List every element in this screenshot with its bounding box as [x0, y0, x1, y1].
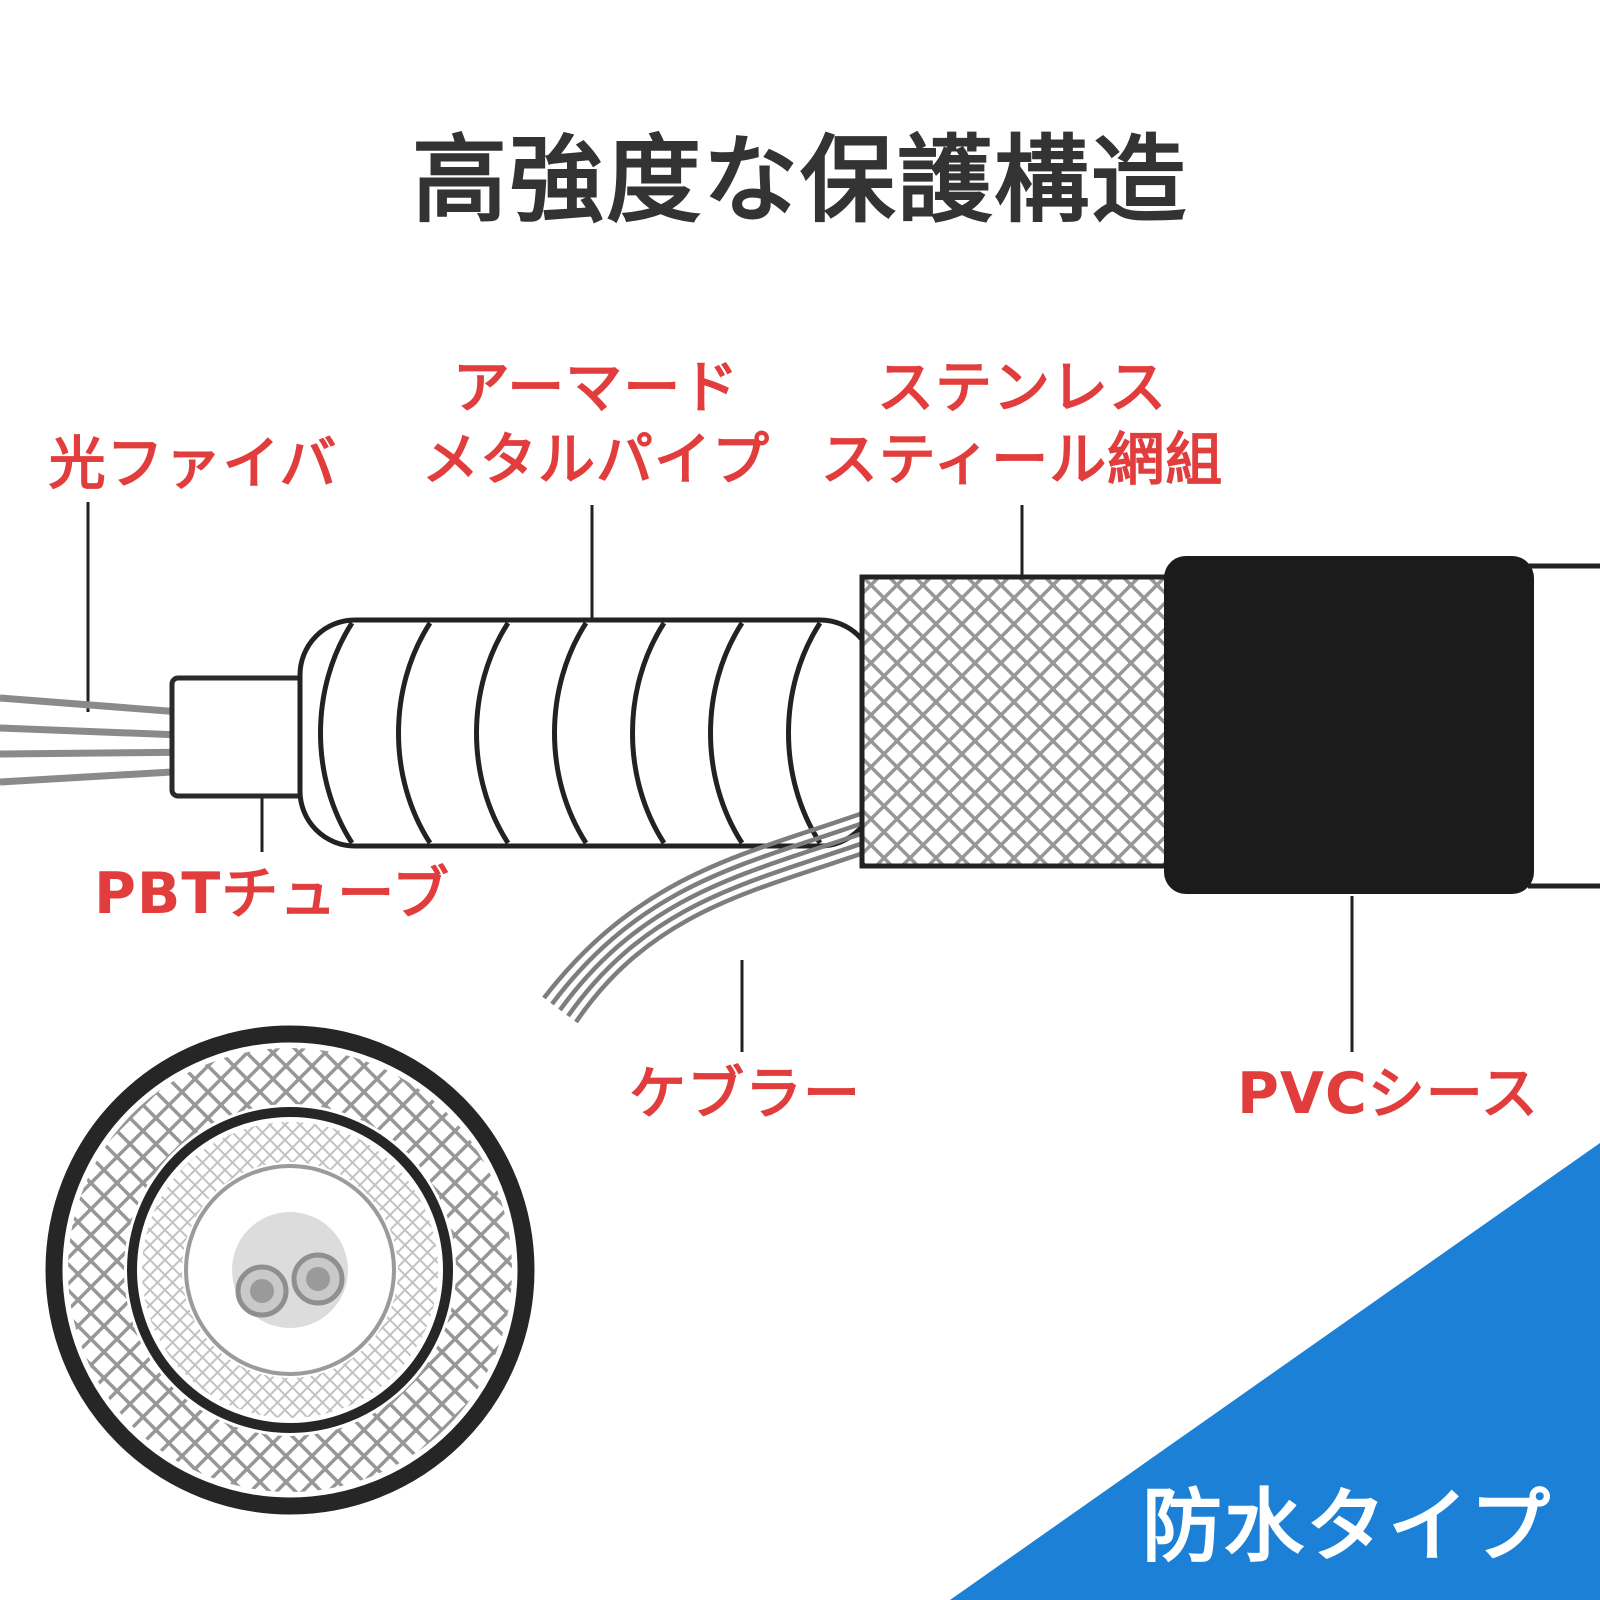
label-optical-fiber: 光ファイバ — [48, 431, 338, 497]
label-pvc-sheath: PVCシース — [1237, 1061, 1539, 1127]
waterproof-banner-triangle — [950, 1143, 1600, 1600]
leader-lines — [86, 502, 1354, 1052]
label-pbt-tube: PBTチューブ — [94, 861, 450, 927]
waterproof-banner-label: 防水タイプ — [1142, 1480, 1552, 1573]
label-kevlar: ケブラー — [629, 1061, 861, 1127]
cross-section-fibers — [235, 1252, 345, 1318]
kevlar-strands — [542, 797, 912, 1024]
label-stainless-line2: スティール網組 — [820, 427, 1224, 493]
label-stainless-braid: ステンレス スティール網組 — [821, 352, 1224, 496]
label-armored-metal-pipe: アーマード メタルパイプ — [422, 352, 770, 496]
armored-metal-pipe — [297, 617, 878, 849]
stainless-braid — [859, 574, 1170, 869]
label-stainless-line1: ステンレス — [877, 355, 1167, 421]
label-armored-line2: メタルパイプ — [422, 427, 770, 493]
cross-section-kevlar-ring — [142, 1122, 438, 1418]
cable-cross-section — [45, 1025, 535, 1515]
page-title: 高強度な保護構造 — [411, 126, 1188, 236]
pvc-sheath — [1164, 556, 1534, 894]
cable-continuation — [1528, 563, 1600, 889]
cross-section-braid-ring — [68, 1048, 512, 1492]
label-armored-line1: アーマード — [452, 355, 740, 421]
